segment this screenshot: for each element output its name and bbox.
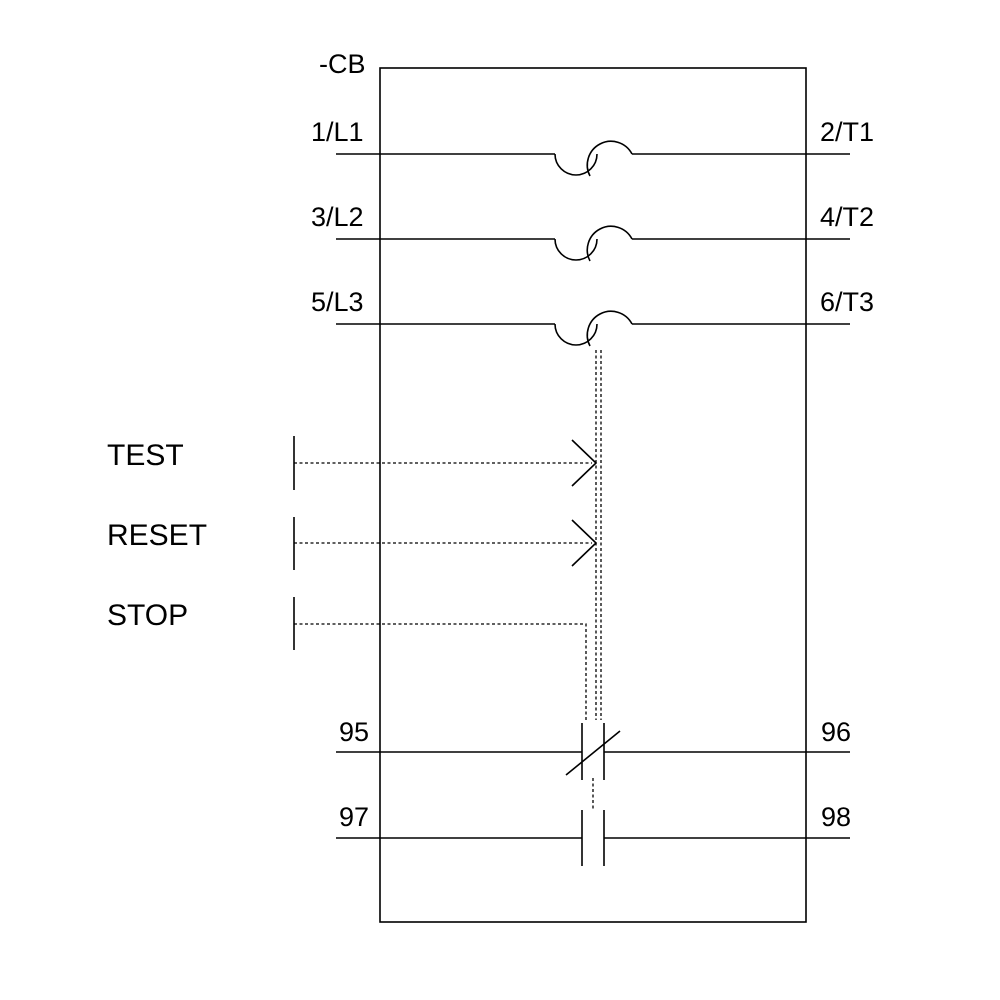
stop-label: STOP	[107, 599, 188, 632]
main-pole-2: 3/L2 4/T2	[311, 202, 874, 262]
aux-terminal-95: 95	[339, 717, 369, 747]
test-control: TEST	[107, 436, 598, 490]
aux-contact-nc: 95 96	[336, 717, 851, 780]
nc-contact-slash	[565, 730, 621, 776]
main-pole-1: 1/L1 2/T1	[311, 117, 874, 177]
device-designation: -CB	[319, 49, 366, 79]
device-enclosure	[379, 67, 807, 923]
mechanical-linkage	[592, 350, 602, 810]
aux-terminal-97: 97	[339, 802, 369, 832]
aux-contact-no: 97 98	[336, 802, 851, 866]
stop-control: STOP	[107, 597, 587, 720]
reset-label: RESET	[107, 519, 207, 552]
aux-terminal-96: 96	[821, 717, 851, 747]
test-label: TEST	[107, 439, 184, 472]
thermal-element-icon	[554, 153, 598, 176]
arrow-right-icon	[571, 519, 598, 567]
reset-control: RESET	[107, 517, 598, 570]
thermal-element-icon	[554, 323, 598, 346]
terminal-line-3: 5/L3	[311, 287, 364, 317]
arrow-right-icon	[571, 439, 598, 487]
main-pole-3: 5/L3 6/T3	[311, 287, 874, 347]
aux-terminal-98: 98	[821, 802, 851, 832]
terminal-line-1: 1/L1	[311, 117, 364, 147]
terminal-load-3: 6/T3	[820, 287, 874, 317]
thermal-element-icon	[554, 238, 598, 261]
terminal-line-2: 3/L2	[311, 202, 364, 232]
terminal-load-1: 2/T1	[820, 117, 874, 147]
terminal-load-2: 4/T2	[820, 202, 874, 232]
